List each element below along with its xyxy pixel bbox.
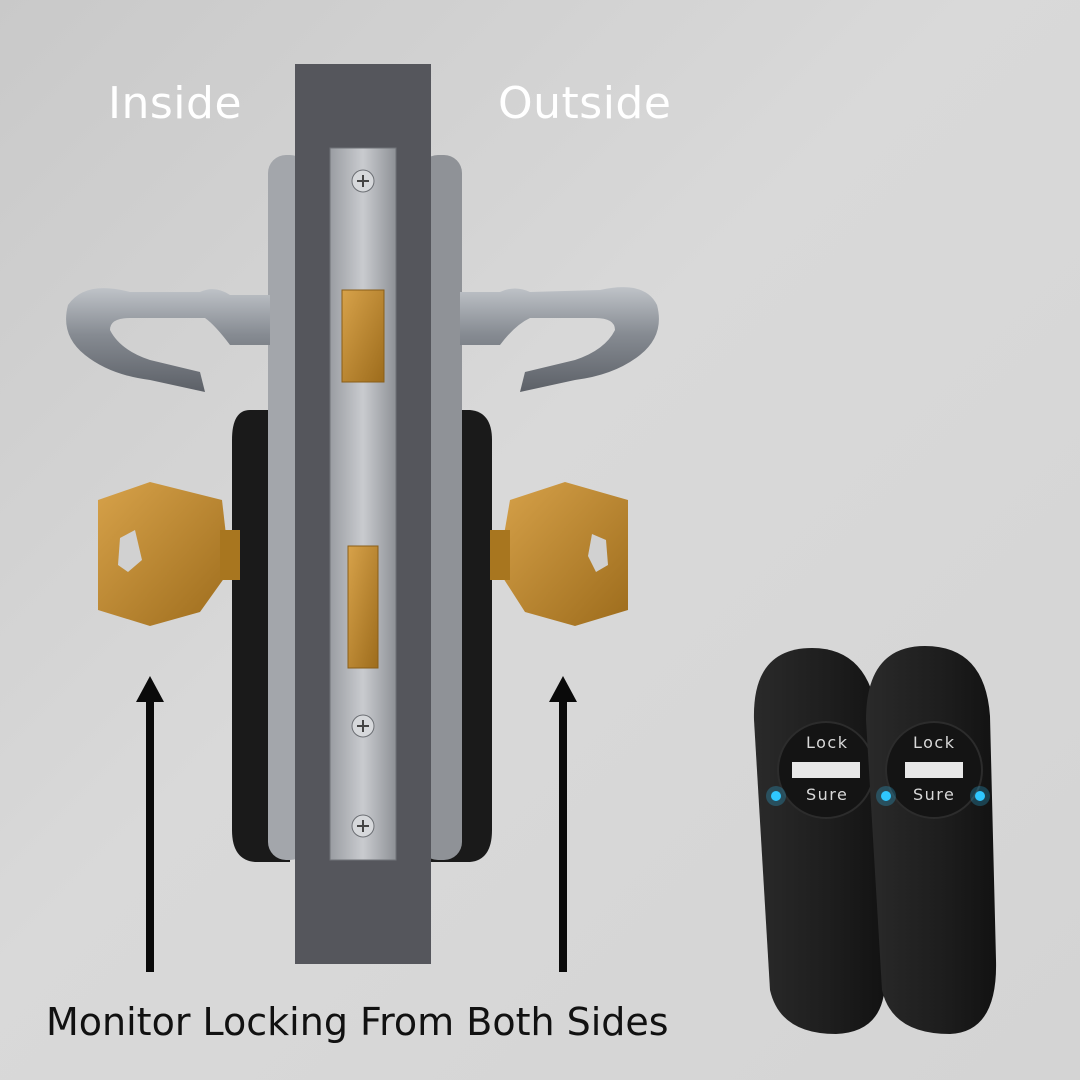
mortise-faceplate bbox=[329, 147, 397, 861]
inside-label: Inside bbox=[108, 78, 243, 129]
caption: Monitor Locking From Both Sides bbox=[46, 1000, 669, 1044]
locksure-device-left bbox=[753, 648, 885, 1034]
dead-bolt bbox=[347, 545, 379, 669]
outside-label: Outside bbox=[498, 78, 672, 129]
inside-handle bbox=[66, 288, 270, 392]
device-left-top-text: Lock bbox=[806, 733, 848, 752]
outside-handle bbox=[460, 287, 659, 392]
device-left-bottom-text: Sure bbox=[806, 785, 848, 804]
device-right-bottom-text: Sure bbox=[913, 785, 955, 804]
inside-key bbox=[98, 482, 240, 626]
device-right-top-text: Lock bbox=[913, 733, 955, 752]
screw-middle bbox=[351, 714, 375, 738]
outside-key bbox=[490, 482, 628, 626]
outside-arrow bbox=[549, 676, 577, 972]
screw-top bbox=[351, 169, 375, 193]
locksure-device-right bbox=[866, 646, 997, 1034]
inside-arrow bbox=[136, 676, 164, 972]
screw-bottom bbox=[351, 814, 375, 838]
latch-bolt bbox=[341, 289, 385, 383]
